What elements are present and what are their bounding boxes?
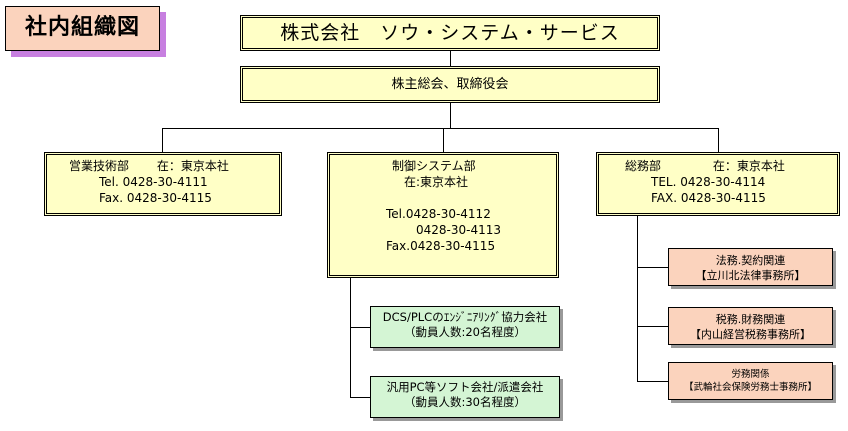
partner-software-name: 汎用PC等ソフト会社/派遣会社: [386, 380, 544, 394]
partner-engineering-node: DCS/PLCのｴﾝｼﾞﾆｱﾘﾝｸﾞ協力会社 （動員人数:20名程度）: [370, 306, 560, 348]
connector-control-trunk: [350, 278, 351, 398]
office-labor-node: 労務関係 【武輪社会保険労務士事務所】: [668, 362, 833, 400]
connector-to-office-1: [637, 267, 668, 268]
company-node: 株式会社 ソウ・システム・サービス: [240, 15, 660, 51]
dept-control-fax: Fax.0428-30-4115: [386, 239, 496, 253]
connector-to-sales: [162, 128, 163, 152]
diagram-title: 社内組織図: [5, 6, 160, 51]
office-tax-node: 税務.財務関連 【内山経営税務事務所】: [668, 307, 833, 345]
office-legal-node: 法務.契約関連 【立川北法律事務所】: [668, 248, 833, 286]
dept-admin-tel: TEL. 0428-30-4114: [651, 175, 766, 189]
dept-control-node: 制御システム部 在:東京本社 Tel.0428-30-4112 0428-30-…: [327, 152, 559, 278]
connector-to-office-2: [637, 326, 668, 327]
connector-horizontal-bus: [162, 128, 719, 129]
office-labor-role: 労務関係: [731, 369, 770, 380]
dept-sales-node: 営業技術部 在：東京本社 Tel. 0428-30-4111 Fax. 0428…: [44, 152, 282, 216]
dept-sales-fax: Fax. 0428-30-4115: [99, 191, 212, 205]
dept-control-spacer: [386, 190, 556, 206]
connector-company-board: [450, 51, 451, 66]
board-node: 株主総会、取締役会: [240, 66, 660, 103]
office-tax-role: 税務.財務関連: [715, 313, 786, 326]
dept-control-name: 制御システム部: [392, 159, 476, 173]
dept-admin-fax: FAX. 0428-30-4115: [651, 191, 766, 205]
partner-engineering-staff: （動員人数:20名程度）: [403, 325, 526, 339]
office-legal-firm: 【立川北法律事務所】: [695, 269, 806, 282]
connector-to-control: [443, 128, 444, 152]
partner-software-staff: （動員人数:30名程度）: [403, 395, 526, 409]
dept-control-tel-1: Tel.0428-30-4112: [386, 207, 491, 221]
dept-admin-name: 総務部 在：東京本社: [625, 159, 785, 173]
dept-sales-tel: Tel. 0428-30-4111: [99, 175, 208, 189]
connector-to-partner-2: [350, 397, 370, 398]
office-tax-firm: 【内山経営税務事務所】: [690, 328, 811, 341]
dept-admin-node: 総務部 在：東京本社 TEL. 0428-30-4114 FAX. 0428-3…: [596, 152, 840, 216]
connector-to-partner-1: [350, 327, 370, 328]
connector-board-down: [450, 103, 451, 128]
dept-control-tel-2: 0428-30-4113: [416, 223, 502, 237]
office-legal-role: 法務.契約関連: [715, 254, 786, 267]
partner-engineering-name: DCS/PLCのｴﾝｼﾞﾆｱﾘﾝｸﾞ協力会社: [382, 310, 548, 324]
office-labor-firm: 【武輪社会保険労務士事務所】: [683, 382, 817, 393]
dept-sales-name: 営業技術部 在：東京本社: [69, 159, 229, 173]
connector-admin-trunk: [637, 216, 638, 382]
connector-to-office-3: [637, 381, 668, 382]
dept-control-location: 在:東京本社: [404, 175, 469, 189]
connector-to-admin: [718, 128, 719, 152]
partner-software-node: 汎用PC等ソフト会社/派遣会社 （動員人数:30名程度）: [370, 376, 560, 418]
